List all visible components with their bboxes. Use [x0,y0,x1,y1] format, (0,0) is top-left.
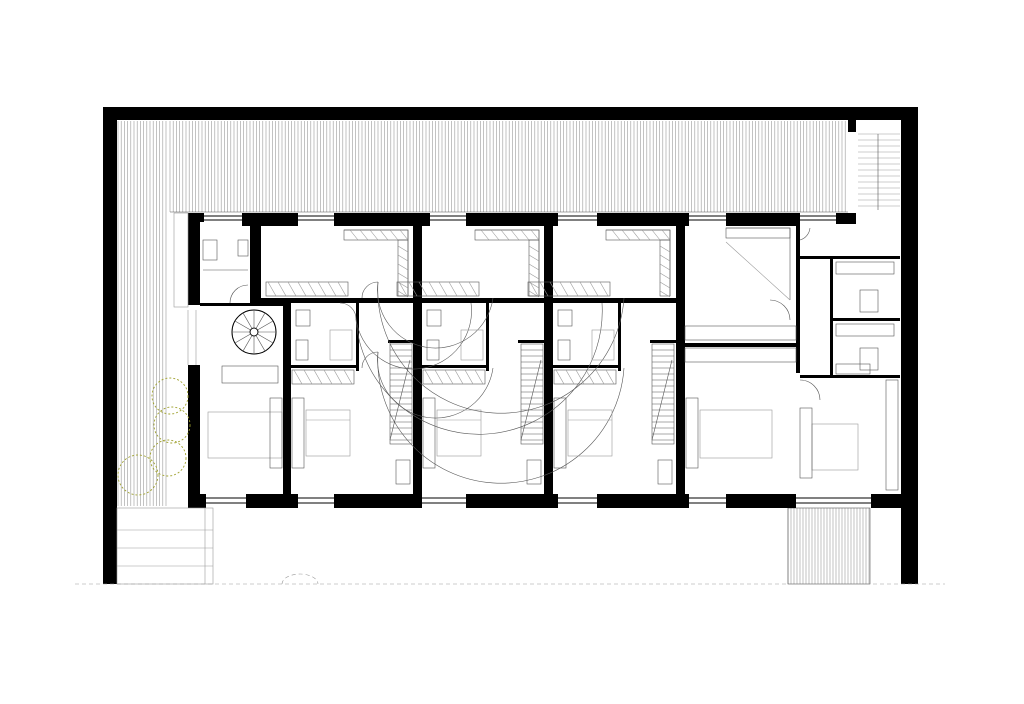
garden-trees [117,377,191,496]
outer-walls [103,107,918,584]
unit-5 [684,227,797,469]
windows [204,215,871,504]
units-2-4 [265,229,675,485]
unit-1-bedroom [207,365,283,469]
end-unit [799,227,899,491]
exterior-stair [858,133,900,210]
interior-partitions [200,256,900,378]
site-lines [75,212,945,585]
entry-deck-hatch [787,507,871,585]
front-facade-walls [188,213,856,226]
rear-facade-walls [188,494,918,508]
unit-1-bath [202,239,249,304]
spiral-stair [231,309,277,355]
unit-2 [265,229,413,485]
unit-4 [355,229,675,485]
party-walls [188,213,800,508]
terrace-deck-hatch [169,121,848,213]
side-garden-hatch [117,121,167,506]
unit-3 [355,229,544,485]
